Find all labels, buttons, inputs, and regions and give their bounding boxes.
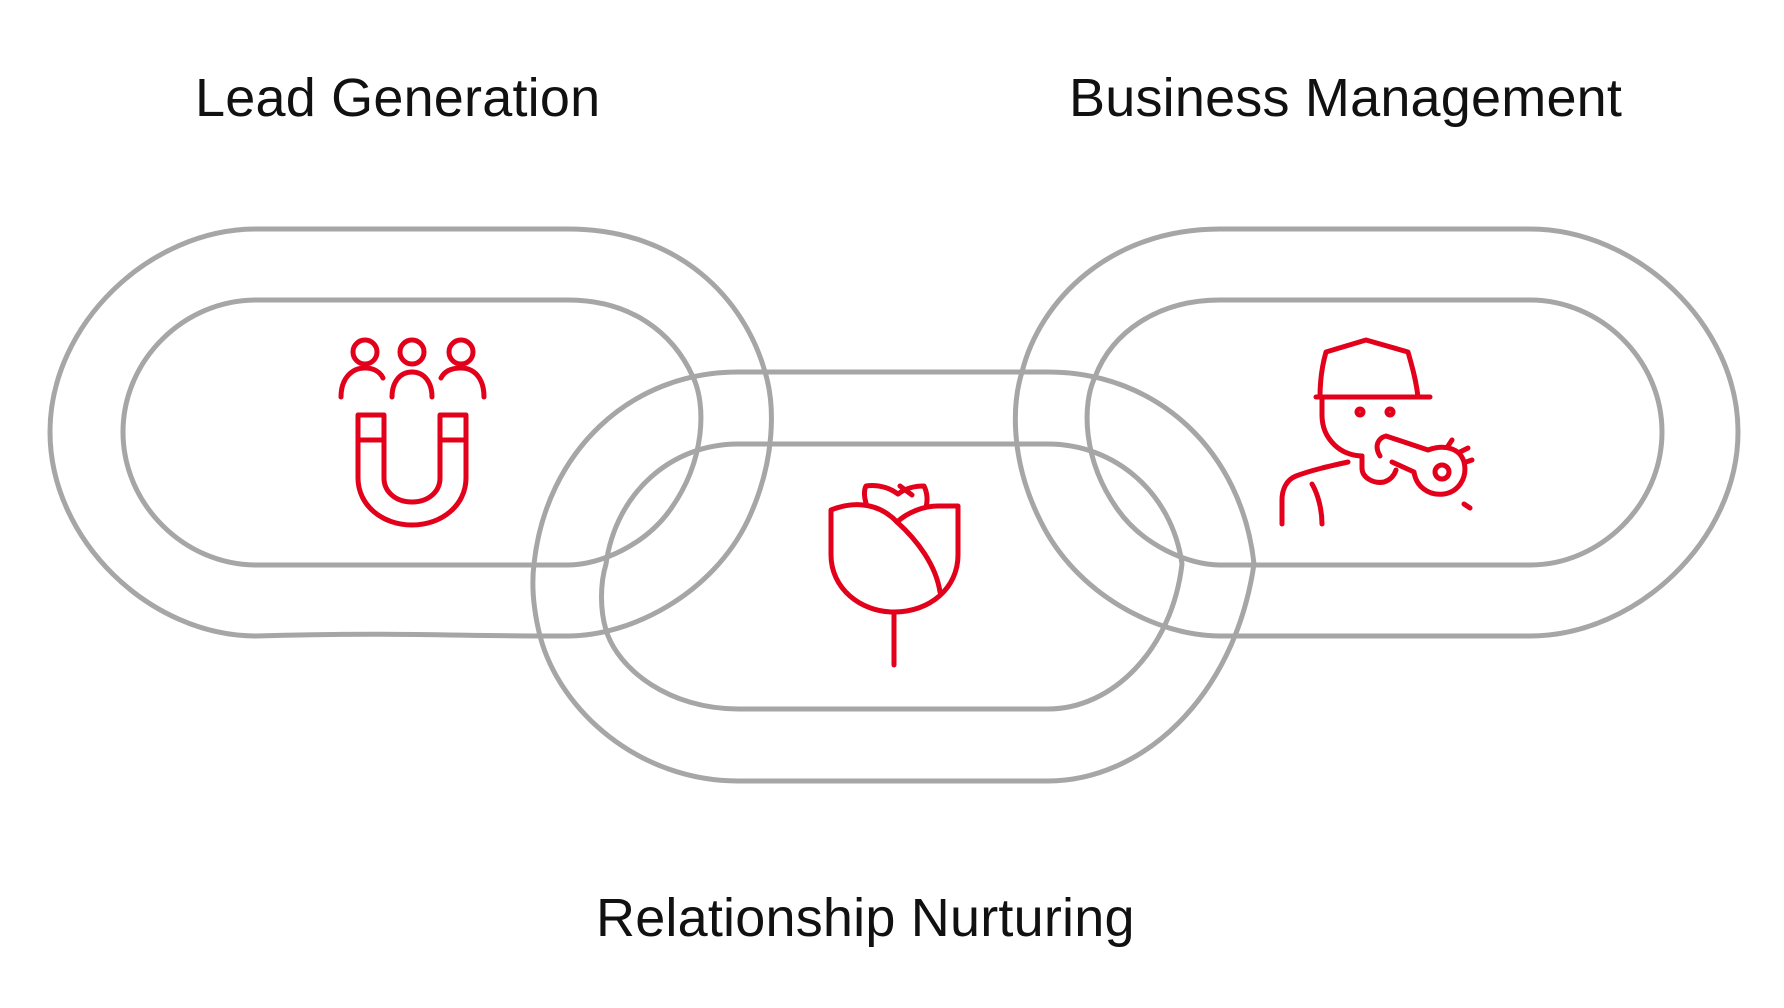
chain-link-left-outer-bottom	[47, 226, 544, 639]
chain-link-right-inner	[1092, 297, 1665, 568]
coach-whistle-icon	[1279, 337, 1475, 527]
chain-link-right	[1019, 226, 1741, 639]
chain-link-middle	[530, 369, 1257, 784]
chain-link-middle-inner	[599, 441, 1185, 712]
label-lead-generation: Lead Generation	[195, 68, 601, 128]
label-business-management: Business Management	[1069, 68, 1623, 128]
label-relationship-nurturing: Relationship Nurturing	[596, 888, 1135, 948]
chain-link-middle-outer	[530, 369, 1257, 784]
chain-link-left-inner-bottom	[120, 297, 533, 568]
chain-link-left-front-arm	[533, 375, 704, 568]
chain-link-left-inner	[256, 297, 696, 379]
chain-link-left-front-arm-outer	[543, 371, 774, 639]
chain-link-right-front-arm	[1084, 375, 1255, 568]
chain-link-left-outer	[256, 226, 768, 373]
rose-icon	[828, 483, 961, 668]
chain-link-left	[47, 226, 768, 639]
chain-link-right-outer	[1019, 226, 1741, 639]
people-magnet-icon	[338, 337, 487, 528]
chain-link-right-front-arm-outer	[1012, 371, 1245, 639]
